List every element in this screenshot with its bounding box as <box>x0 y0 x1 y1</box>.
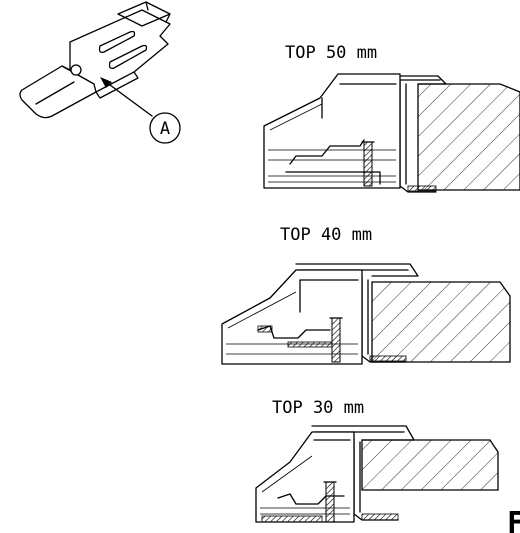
worktop-40 <box>371 281 511 363</box>
section-top-40 <box>221 263 511 365</box>
worktop-50 <box>417 83 520 191</box>
worktop-30 <box>361 439 499 491</box>
section-label-top-40: TOP 40 mm <box>280 225 372 245</box>
corner-mark: F <box>507 506 520 533</box>
section-label-top-30: TOP 30 mm <box>272 398 364 418</box>
section-label-top-50: TOP 50 mm <box>285 43 377 63</box>
callout-a: A <box>149 112 181 144</box>
clip-drawing <box>19 1 171 119</box>
section-top-30 <box>255 425 499 523</box>
callout-a-label: A <box>160 119 170 139</box>
section-top-50 <box>263 73 520 193</box>
